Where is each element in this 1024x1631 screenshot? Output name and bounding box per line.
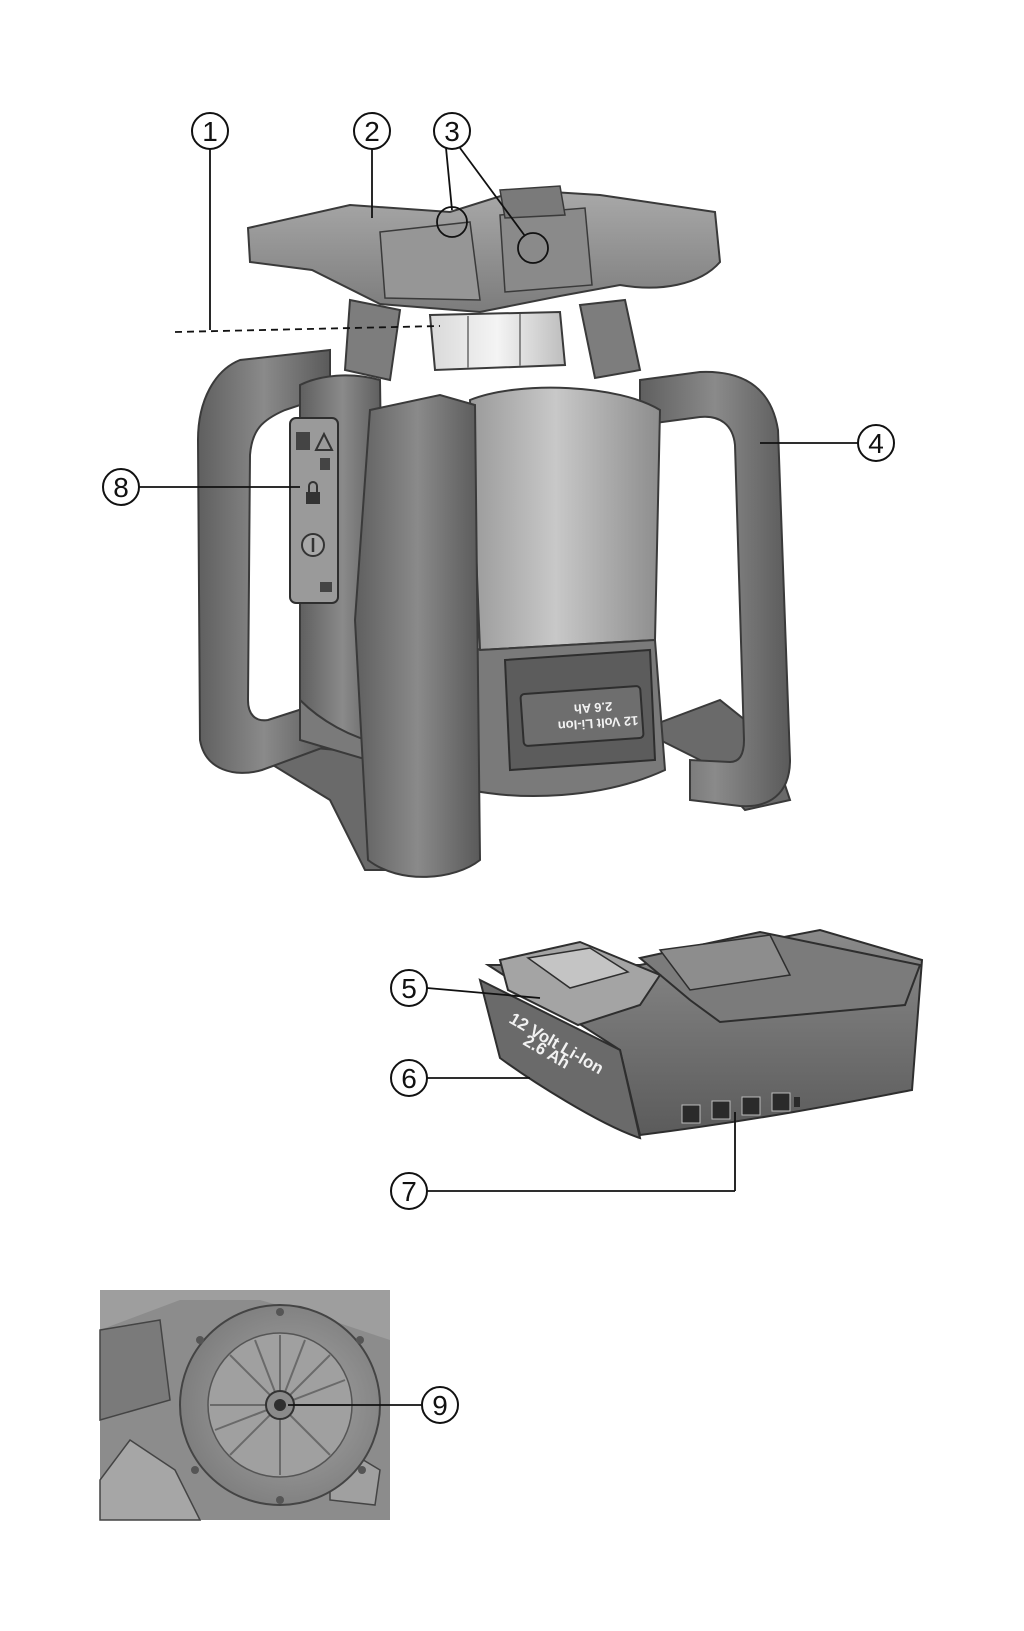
- control-panel: [289, 417, 339, 604]
- laser-icon[interactable]: [320, 458, 330, 470]
- svg-text:3: 3: [444, 116, 460, 147]
- callout-3: 3: [433, 112, 471, 150]
- callout-4: 4: [857, 424, 895, 462]
- callout-2: 2: [353, 112, 391, 150]
- battery-pack: 12 Volt Li-Ion 2.6 Ah: [478, 928, 924, 1140]
- callout-8: 8: [102, 468, 140, 506]
- svg-text:1: 1: [202, 116, 218, 147]
- power-icon[interactable]: [301, 533, 325, 557]
- callout-7: 7: [390, 1172, 428, 1210]
- device-battery: 12 Volt Li-Ion 2.6 Ah: [503, 648, 657, 772]
- charge-indicator[interactable]: [681, 1092, 800, 1124]
- front-pillar: [353, 393, 482, 878]
- svg-text:7: 7: [401, 1176, 417, 1207]
- callout-5: 5: [390, 969, 428, 1007]
- svg-text:4: 4: [868, 428, 884, 459]
- svg-text:5: 5: [401, 973, 417, 1004]
- right-handle: [639, 370, 792, 808]
- device-battery-label-2: 2.6 Ah: [573, 699, 613, 717]
- svg-text:2: 2: [364, 116, 380, 147]
- lock-icon[interactable]: [306, 481, 320, 504]
- svg-text:6: 6: [401, 1063, 417, 1094]
- laser-head-glass: [428, 310, 567, 372]
- callout-6: 6: [390, 1059, 428, 1097]
- callouts: 1 2 3 4 5 6 7 8: [102, 112, 895, 1424]
- callout-1: 1: [191, 112, 229, 150]
- device-battery-label-1: 12 Volt Li-Ion: [557, 713, 639, 734]
- svg-text:9: 9: [432, 1390, 448, 1421]
- leader-lines: [139, 147, 858, 1406]
- warning-icon[interactable]: [314, 431, 334, 451]
- rotating-laser-device: 12 Volt Li-Ion 2.6 Ah: [196, 185, 792, 878]
- callout-9: 9: [421, 1386, 459, 1424]
- svg-text:8: 8: [113, 472, 129, 503]
- top-cover: [246, 188, 722, 314]
- central-drum: [468, 386, 662, 652]
